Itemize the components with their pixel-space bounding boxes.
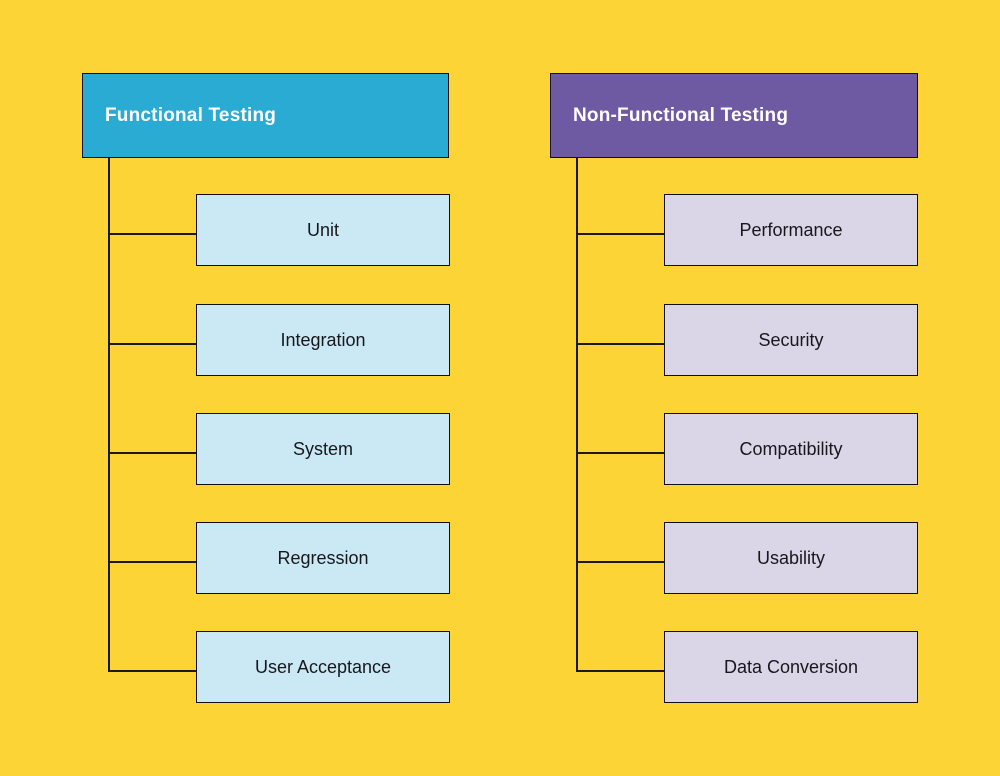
node-user-acceptance: User Acceptance	[196, 631, 450, 703]
node-usability-label: Usability	[756, 547, 826, 568]
node-usability: Usability	[664, 522, 918, 594]
node-regression-label: Regression	[277, 547, 369, 568]
node-compatibility-label: Compatibility	[739, 438, 843, 459]
functional-connector-line-unit	[108, 233, 196, 235]
non-functional-testing-header-label: Non-Functional Testing	[573, 104, 789, 126]
node-unit-label: Unit	[306, 219, 339, 240]
node-compatibility: Compatibility	[664, 413, 918, 485]
functional-testing-header: Functional Testing	[82, 73, 449, 158]
node-data-conversion-label: Data Conversion	[723, 656, 859, 677]
non-functional-connector-line-performance	[576, 233, 664, 235]
node-integration: Integration	[196, 304, 450, 376]
functional-connector-line-system	[108, 452, 196, 454]
node-user-acceptance-label: User Acceptance	[254, 656, 392, 677]
non-functional-connector-line-security	[576, 343, 664, 345]
non-functional-connector-line-usability	[576, 561, 664, 563]
node-regression: Regression	[196, 522, 450, 594]
functional-testing-header-label: Functional Testing	[105, 104, 277, 126]
node-system-label: System	[292, 438, 353, 459]
node-performance: Performance	[664, 194, 918, 266]
node-performance-label: Performance	[739, 219, 843, 240]
non-functional-connector-line-data-conversion	[576, 670, 664, 672]
node-integration-label: Integration	[280, 329, 366, 350]
node-security-label: Security	[758, 329, 824, 350]
functional-connector-line-regression	[108, 561, 196, 563]
functional-connector-line-user-acceptance	[108, 670, 196, 672]
non-functional-trunk-connector-line	[576, 158, 578, 671]
node-data-conversion: Data Conversion	[664, 631, 918, 703]
node-system: System	[196, 413, 450, 485]
functional-trunk-connector-line	[108, 158, 110, 671]
functional-connector-line-integration	[108, 343, 196, 345]
node-security: Security	[664, 304, 918, 376]
non-functional-testing-header: Non-Functional Testing	[550, 73, 918, 158]
node-unit: Unit	[196, 194, 450, 266]
non-functional-connector-line-compatibility	[576, 452, 664, 454]
